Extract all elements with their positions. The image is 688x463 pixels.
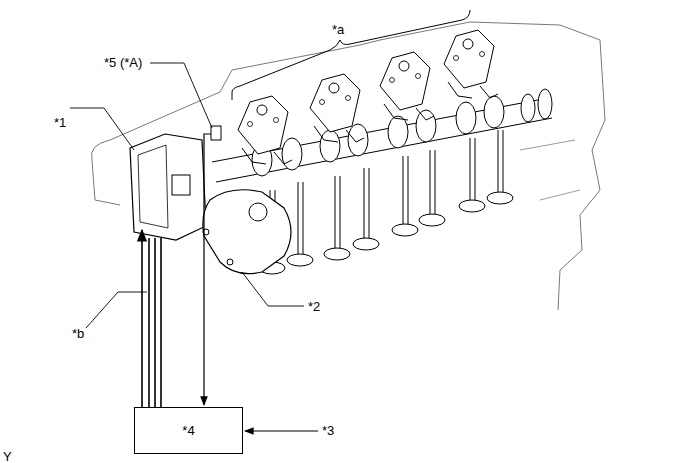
callout-number: *a [330,22,346,37]
callout-number: *1 [52,115,68,130]
callout-number: *b [70,326,86,341]
process-box: *4 [134,407,243,454]
callout-number: *2 [306,299,322,314]
box-label: *4 [182,423,194,438]
figure-code: Y [1,449,14,463]
callout-number: *5 (*A) [102,55,144,70]
callout-number: *3 [320,423,336,438]
